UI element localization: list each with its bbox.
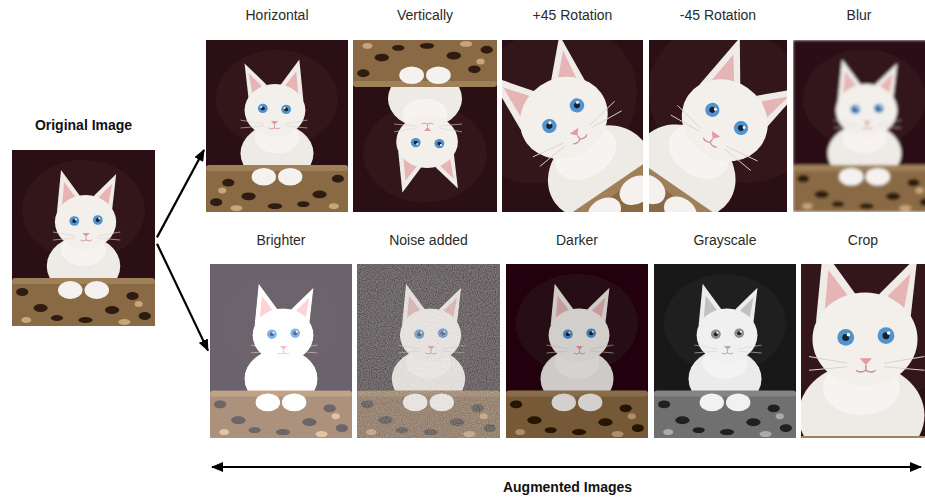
image-caption: Vertically <box>353 5 497 25</box>
image-panel: Noise added <box>357 230 500 438</box>
kitten <box>654 264 796 438</box>
augment-arrow <box>157 150 204 237</box>
kitten <box>357 264 500 438</box>
image-caption: Crop <box>801 230 925 250</box>
kitten <box>210 264 352 438</box>
image-panel: -45 Rotation <box>649 5 787 212</box>
image-panel: Horizontal <box>206 5 348 212</box>
axis-caption: Augmented Images <box>210 477 925 497</box>
image-caption: Original Image <box>12 115 155 135</box>
image-caption: Blur <box>793 5 925 25</box>
brighter-photo <box>210 264 352 438</box>
kitten <box>206 40 348 212</box>
image-caption: Noise added <box>357 230 500 250</box>
kitten <box>12 150 155 326</box>
image-panel: Brighter <box>210 230 352 438</box>
image-panel: Vertically <box>353 5 497 212</box>
image-caption: Horizontal <box>206 5 348 25</box>
image-caption: Brighter <box>210 230 352 250</box>
grayscale-photo <box>654 264 796 438</box>
image-panel: Original Image <box>12 115 155 326</box>
kitten <box>506 264 648 438</box>
noisy-photo <box>357 264 500 438</box>
blurred-photo <box>793 40 925 212</box>
kitten <box>793 40 925 212</box>
image-panel: Crop <box>801 230 925 438</box>
kitten <box>739 215 925 501</box>
image-caption: Grayscale <box>654 230 796 250</box>
image-panel: Darker <box>506 230 648 438</box>
image-caption: +45 Rotation <box>502 5 643 25</box>
image-caption: Darker <box>506 230 648 250</box>
augment-arrow <box>157 244 208 351</box>
image-caption: -45 Rotation <box>649 5 787 25</box>
darker-photo <box>506 264 648 438</box>
cropped-photo <box>739 215 925 501</box>
kitten <box>353 40 497 212</box>
flipped-photo <box>353 40 497 212</box>
span-arrow <box>212 466 921 468</box>
image-panel: +45 Rotation <box>502 5 643 212</box>
flipped-photo <box>206 40 348 212</box>
image-panel: Blur <box>793 5 925 212</box>
original-photo <box>12 150 155 326</box>
image-panel: Grayscale <box>654 230 796 438</box>
